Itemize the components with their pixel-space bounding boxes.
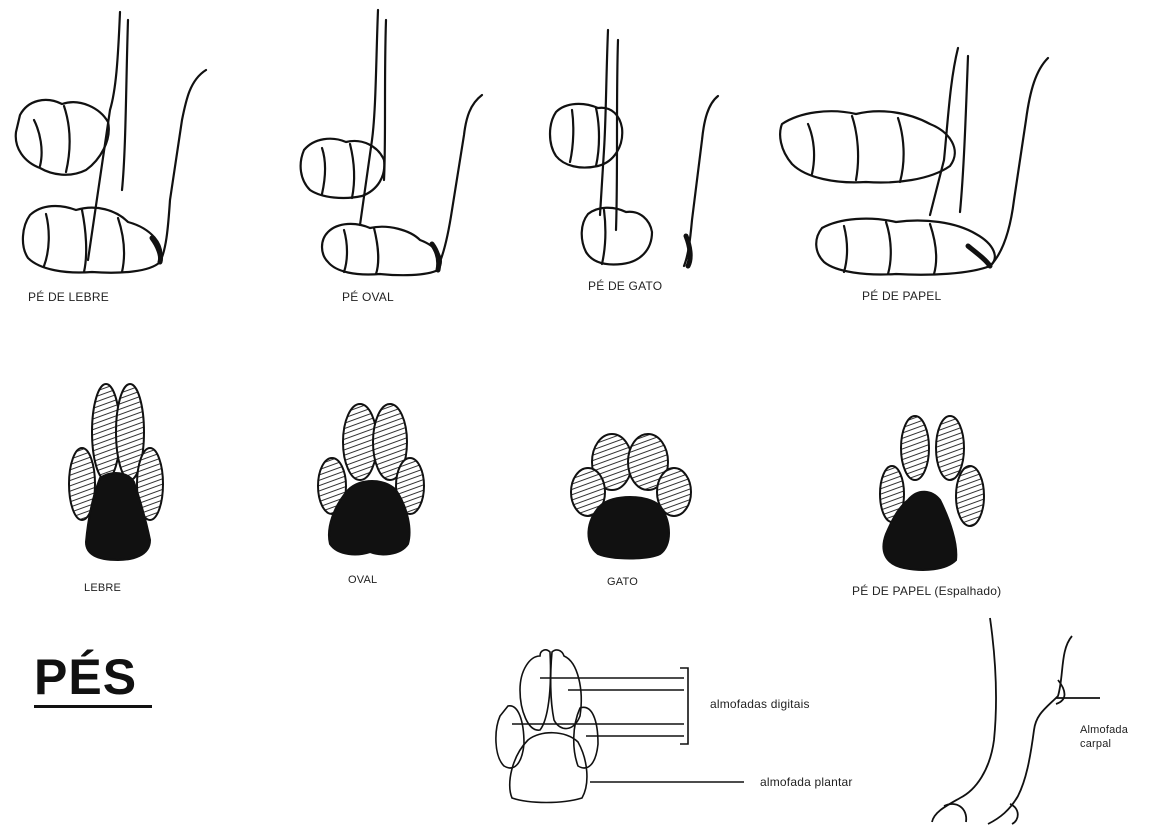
print-lebre xyxy=(69,384,163,560)
label-carpal-line1: Almofada xyxy=(1080,724,1128,736)
label-side-gato: PÉ DE GATO xyxy=(588,279,662,293)
side-view-oval xyxy=(301,10,482,275)
carpal-pad-sketch xyxy=(932,618,1100,824)
print-gato xyxy=(571,434,691,559)
label-print-oval: OVAL xyxy=(348,574,377,586)
label-side-oval: PÉ OVAL xyxy=(342,290,394,304)
label-print-lebre: LEBRE xyxy=(84,582,121,594)
label-digital-pads: almofadas digitais xyxy=(710,697,810,711)
label-side-papel: PÉ DE PAPEL xyxy=(862,289,941,303)
print-papel xyxy=(880,416,984,570)
label-print-gato: GATO xyxy=(607,576,638,588)
title-underline xyxy=(34,705,152,708)
label-plantar-pad: almofada plantar xyxy=(760,775,853,789)
label-carpal-line2: carpal xyxy=(1080,738,1111,750)
side-view-gato xyxy=(550,30,718,266)
page-title: PÉS xyxy=(34,648,137,706)
pad-anatomy-diagram xyxy=(496,650,744,803)
side-view-lebre xyxy=(16,12,206,273)
print-oval xyxy=(318,404,424,554)
side-view-papel xyxy=(780,48,1048,275)
label-print-papel: PÉ DE PAPEL (Espalhado) xyxy=(852,584,1001,598)
label-side-lebre: PÉ DE LEBRE xyxy=(28,290,109,304)
